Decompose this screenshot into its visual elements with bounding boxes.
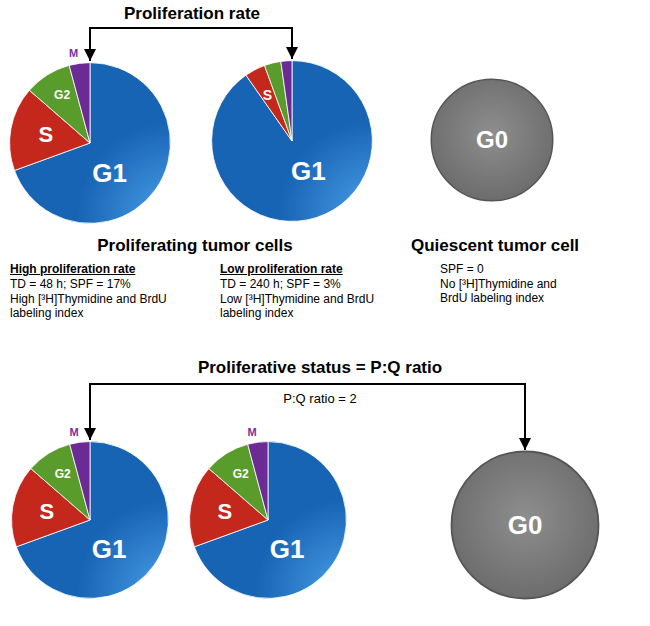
pie-slices — [212, 61, 373, 222]
annotation-text: SPF = 0 — [440, 262, 484, 276]
pie-chart — [10, 440, 170, 600]
g2-label: G2 — [233, 468, 249, 480]
quiescent-cell-circle: G0 — [430, 78, 554, 202]
heading-label: Proliferative status = P:Q ratio — [198, 358, 442, 378]
heading-label: Proliferating tumor cells — [97, 236, 293, 256]
cell-cycle-pie: MG2SG1 — [10, 440, 170, 600]
pie-slice — [248, 442, 268, 520]
annotation-text: High [³H]Thymidine and BrdU labeling ind… — [10, 292, 168, 321]
heading-label: Quiescent tumor cell — [411, 236, 579, 256]
pie-chart — [8, 61, 172, 225]
s-label: S — [217, 501, 232, 523]
s-label: S — [39, 501, 54, 523]
bracket-connector — [90, 384, 525, 450]
bracket-connector — [90, 28, 292, 61]
quiescent-cell-circle: G0 — [450, 450, 600, 600]
g2-label: G2 — [55, 468, 71, 480]
s-label: S — [263, 88, 272, 102]
pie-slices — [12, 442, 169, 599]
s-label: S — [38, 124, 53, 146]
pie-slices — [190, 442, 347, 599]
annotation-text: Low proliferation rate — [220, 262, 343, 276]
cell-cycle-pie: S G1 — [210, 59, 374, 223]
annotation-text: TD = 240 h; SPF = 3% — [220, 277, 341, 291]
pie-slice — [212, 61, 373, 222]
cell-cycle-pie: MG2SG1 — [188, 440, 348, 600]
g0-circle — [431, 79, 553, 201]
annotation-text: High proliferation rate — [10, 262, 135, 276]
cell-cycle-pie: MG2SG1 — [8, 61, 172, 225]
g1-label: G1 — [291, 158, 326, 184]
g1-label: G1 — [92, 160, 127, 186]
pie-chart — [188, 440, 348, 600]
g1-label: G1 — [92, 536, 127, 562]
g0-circle — [452, 452, 599, 599]
annotation-text: No [³H]Thymidine and BrdU labeling index — [440, 277, 580, 306]
g2-label: G2 — [54, 89, 70, 101]
connector-label: Proliferation rate — [124, 4, 260, 24]
m-label: M — [69, 47, 78, 58]
pie-slice — [281, 61, 292, 141]
m-label: M — [247, 427, 256, 438]
pie-chart — [210, 59, 374, 223]
annotation-text: TD = 48 h; SPF = 17% — [10, 277, 131, 291]
annotation-text: Low [³H]Thymidine and BrdU labeling inde… — [220, 292, 378, 321]
pie-slices — [10, 63, 171, 224]
g1-label: G1 — [270, 536, 305, 562]
g0-label: G0 — [476, 128, 508, 152]
connector-label: P:Q ratio = 2 — [283, 391, 356, 407]
pie-slice — [70, 442, 90, 520]
g0-label: G0 — [508, 512, 543, 538]
m-label: M — [69, 427, 78, 438]
pie-slice — [69, 63, 90, 143]
